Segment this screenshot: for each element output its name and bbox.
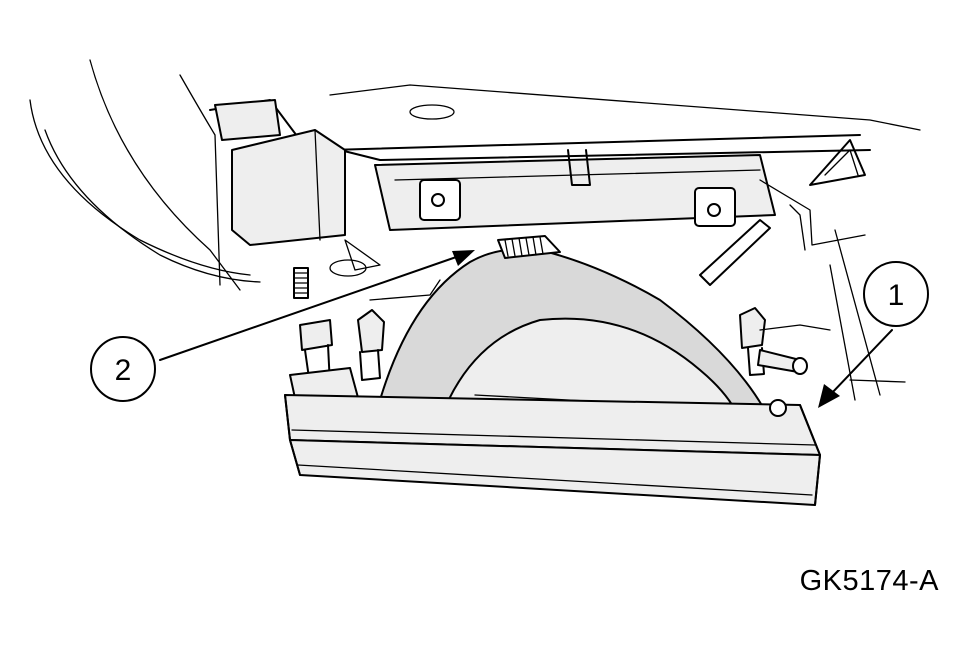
vehicle-body-structure <box>29 59 921 401</box>
headlamp-assembly <box>284 235 821 506</box>
callout-2: 2 <box>90 250 475 402</box>
callout-2-arrowhead <box>452 250 475 266</box>
spring <box>293 267 309 299</box>
callout-2-number: 2 <box>115 354 132 387</box>
callout-1-number: 1 <box>888 279 905 312</box>
figure-code: GK5174-A <box>799 565 939 597</box>
callout-1: 1 <box>818 261 929 408</box>
callout-1-arrowhead <box>818 384 840 408</box>
